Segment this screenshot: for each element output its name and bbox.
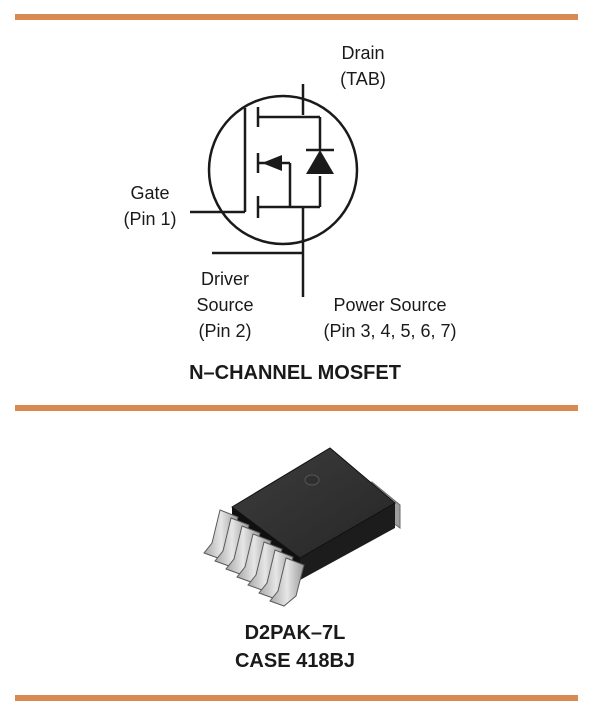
package-leads: [203, 509, 305, 607]
package-body: [231, 447, 396, 559]
diode-triangle: [306, 150, 334, 174]
channel-arrow: [262, 155, 282, 171]
schematic-title: N–CHANNEL MOSFET: [189, 362, 401, 384]
power-source-label: Power Source (Pin 3, 4, 5, 6, 7): [323, 295, 457, 341]
top-divider: [15, 14, 578, 20]
symbol-circle: [207, 94, 359, 246]
package-name: D2PAK–7L: [244, 622, 346, 644]
drain-label: Drain (TAB): [340, 43, 386, 89]
pin1-marker: [304, 474, 320, 486]
mosfet-symbol: [190, 84, 359, 297]
driver-source-label: Driver Source (Pin 2): [196, 269, 254, 341]
middle-divider: [15, 405, 578, 411]
bottom-divider: [15, 695, 578, 701]
package-case: CASE 418BJ: [234, 650, 356, 672]
gate-label: Gate (Pin 1): [123, 183, 177, 229]
